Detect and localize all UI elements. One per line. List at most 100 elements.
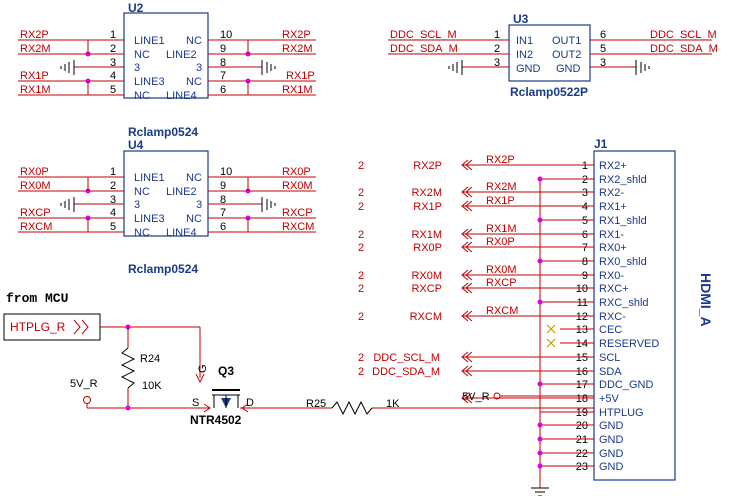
j1-pin-name: GND xyxy=(599,461,624,473)
j1-pin-name: GND xyxy=(599,448,624,460)
j1-ref: J1 xyxy=(594,137,608,151)
j1-pin-1: 1 xyxy=(582,160,588,172)
u2-part: Rclamp0524 xyxy=(128,125,198,139)
j1-pin-4: 4 xyxy=(582,201,588,213)
u4-pname-3: 3 xyxy=(134,199,140,211)
j1-pin-9: 9 xyxy=(582,270,588,282)
q3-ref: Q3 xyxy=(218,364,234,378)
u2-pin-4: 4 xyxy=(110,70,116,82)
u4-ref: U4 xyxy=(128,138,144,152)
u4-pin-2: 2 xyxy=(110,180,116,192)
j1-net-label: RX2M xyxy=(486,181,517,193)
offsheet-net-label: RXCP xyxy=(411,283,442,295)
u2-pname-2: NC xyxy=(134,49,150,61)
offsheet-arrow-icon xyxy=(461,351,473,363)
u2-left-net-5: RX1M xyxy=(20,84,51,96)
r24-ref: R24 xyxy=(140,353,160,365)
u3-pin-2: 2 xyxy=(494,43,500,55)
j1-pin-6: 6 xyxy=(582,229,588,241)
u3-pin-5: 5 xyxy=(600,43,606,55)
u2-pin-7: 7 xyxy=(220,70,226,82)
junction-dot xyxy=(537,436,543,442)
u2-pin-5: 5 xyxy=(110,84,116,96)
sheet-ref: 2 xyxy=(358,270,364,282)
u4-pin-10: 10 xyxy=(220,166,232,178)
u2-pin-8: 8 xyxy=(220,57,226,69)
sheet-ref: 2 xyxy=(358,311,364,323)
offsheet-net-label: RX2P xyxy=(413,160,442,172)
u4-pname-2: NC xyxy=(134,186,150,198)
offsheet-net-label: RX1P xyxy=(413,201,442,213)
j1-pin-21: 21 xyxy=(576,434,588,446)
u4-body xyxy=(123,150,209,237)
u2-body xyxy=(123,12,209,99)
junction-dot xyxy=(537,422,543,428)
u4-pin-6: 6 xyxy=(220,221,226,233)
j1-net-label: RX2P xyxy=(486,154,515,166)
j1-pin-name: RX0_shld xyxy=(599,256,647,268)
j1-pin-14: 14 xyxy=(576,338,588,350)
u3-right-net-6: DDC_SCL_M xyxy=(650,29,717,41)
j1-pin-10: 10 xyxy=(576,283,588,295)
sheet-ref: 2 xyxy=(358,201,364,213)
u2-pname-5: NC xyxy=(134,90,150,102)
u3-part: Rclamp0522P xyxy=(510,85,588,99)
u3-pin-1: 1 xyxy=(494,29,500,41)
u4-rname-10: NC xyxy=(186,172,202,184)
u3-ref: U3 xyxy=(513,12,529,26)
hotplug-circuit: from MCU HTPLG_R R24 10K 5V_R G Q3 S D N… xyxy=(3,291,594,427)
hotplug-heading: from MCU xyxy=(6,291,68,306)
j1-pin-name: GND xyxy=(599,434,624,446)
j1-net-label: RXCM xyxy=(486,305,518,317)
u2-pin-3: 3 xyxy=(110,57,116,69)
r25-resistor xyxy=(331,400,373,416)
u4-right-net-7: RXCP xyxy=(282,207,313,219)
junction-dot xyxy=(537,176,543,182)
j1-net-label: RX0M xyxy=(486,264,517,276)
j1-pin-name: RESERVED xyxy=(599,338,659,350)
u4-rname-6: LINE4 xyxy=(166,227,197,239)
u2-right-net-6: RX1M xyxy=(282,84,313,96)
sheet-ref: 2 xyxy=(358,242,364,254)
q3-gate-label: G xyxy=(197,364,209,373)
u2-rname-10: NC xyxy=(186,35,202,47)
u4-right-net-6: RXCM xyxy=(282,221,314,233)
u3-right-net-5: DDC_SDA_M xyxy=(650,43,718,55)
j1-pin-16: 16 xyxy=(576,366,588,378)
u3-pname-3: GND xyxy=(516,63,541,75)
u3-left-net-1: DDC_SCL_M xyxy=(390,29,457,41)
j1-pin-19: 19 xyxy=(576,407,588,419)
j1-pin-name: +5V xyxy=(599,393,620,405)
q3-part: NTR4502 xyxy=(190,413,242,427)
r25-val: 1K xyxy=(386,398,400,410)
offsheet-net-label: RX0M xyxy=(411,270,442,282)
j1-pin-18: 18 xyxy=(576,393,588,405)
u4-pname-5: NC xyxy=(134,227,150,239)
junction-dot xyxy=(537,258,543,264)
source-arrow-icon xyxy=(203,403,211,413)
j1-pin-2: 2 xyxy=(582,174,588,186)
j1-pin-name: SCL xyxy=(599,352,620,364)
u3-pname-2: IN2 xyxy=(516,49,533,61)
offsheet-net-label: DDC_SDA_M xyxy=(372,366,440,378)
u4-pin-5: 5 xyxy=(110,221,116,233)
j1-pin-3: 3 xyxy=(582,187,588,199)
u4-clamp: U4 Rclamp0524 RX0P RX0M RXCP RXCM 1 2 3 … xyxy=(18,138,316,276)
u4-right-net-9: RX0M xyxy=(282,180,313,192)
u4-pin-1: 1 xyxy=(110,166,116,178)
j1-pin-name: RX0- xyxy=(599,270,624,282)
no-connect-icon xyxy=(546,324,556,334)
u4-right-net-10: RX0P xyxy=(282,166,311,178)
j1-pin-name: RX0+ xyxy=(599,242,627,254)
r24-resistor xyxy=(120,347,136,389)
j1-pin-13: 13 xyxy=(576,324,588,336)
j1-pin-5: 5 xyxy=(582,215,588,227)
junction-dot xyxy=(537,463,543,469)
sheet-ref: 2 xyxy=(358,283,364,295)
u2-right-net-9: RX2M xyxy=(282,43,313,55)
j1-pin-name: RX1- xyxy=(599,229,624,241)
offsheet-net-label: RXCM xyxy=(410,311,442,323)
j1-pin-name: RX2_shld xyxy=(599,174,647,186)
u2-rname-8: 3 xyxy=(196,62,202,74)
